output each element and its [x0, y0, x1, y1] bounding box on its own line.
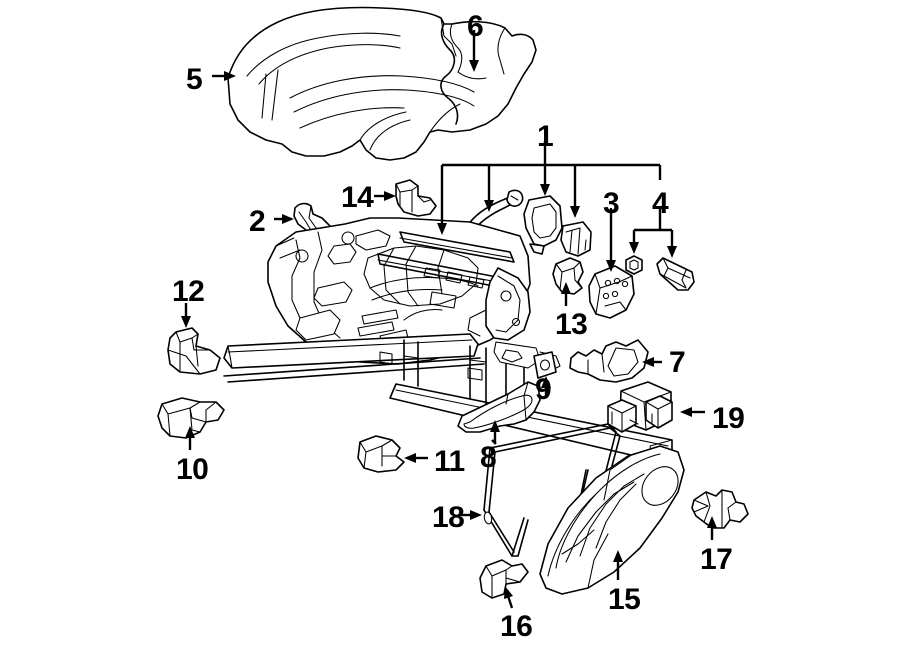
seat-cushion-pad	[227, 6, 537, 161]
leader-6	[469, 30, 479, 72]
callout-label-5: 5	[186, 63, 203, 96]
retainer-clip-13	[552, 257, 584, 295]
leader-8	[490, 420, 500, 445]
shield-bracket-7	[569, 339, 649, 383]
leader-7	[642, 357, 662, 367]
push-fastener-17	[691, 489, 749, 529]
callout-label-19: 19	[712, 402, 745, 435]
track-end-cap-front-10	[157, 397, 225, 439]
frame-clip-14	[395, 179, 437, 217]
leader-1-bracket	[437, 141, 662, 235]
callout-label-2: 2	[249, 205, 266, 238]
callout-label-15: 15	[608, 583, 641, 616]
callout-label-7: 7	[669, 346, 686, 379]
bolt-fastener-4	[656, 257, 695, 291]
leader-16	[504, 586, 514, 609]
seat-track-frame-assembly	[223, 217, 673, 461]
leader-14	[374, 191, 396, 201]
callout-label-16: 16	[500, 610, 533, 643]
leader-4-fork	[629, 208, 677, 258]
leader-9	[541, 376, 551, 398]
leader-19	[680, 407, 705, 417]
leader-11	[404, 453, 428, 463]
track-end-cap-post-12	[167, 327, 221, 375]
callout-label-1: 1	[537, 120, 554, 153]
callout-label-9: 9	[535, 373, 552, 406]
grommet-plate-9	[533, 351, 557, 379]
callout-label-12: 12	[172, 275, 205, 308]
position-sensor-3	[588, 265, 635, 319]
leader-13	[561, 282, 571, 306]
shield-clip-16	[479, 559, 529, 599]
callout-label-14: 14	[341, 181, 374, 214]
leader-12	[181, 303, 191, 328]
callout-label-3: 3	[603, 187, 620, 220]
leader-15	[613, 550, 623, 580]
leader-10	[185, 426, 195, 450]
side-shield-panel-15	[539, 445, 685, 595]
control-module-19	[607, 381, 673, 433]
leader-5	[212, 71, 236, 81]
callout-label-4: 4	[652, 187, 669, 220]
leader-3	[606, 208, 616, 272]
callout-label-18: 18	[432, 501, 465, 534]
callout-label-13: 13	[555, 308, 588, 341]
track-cover-trim-8	[457, 381, 541, 433]
callout-label-8: 8	[480, 441, 497, 474]
callout-label-10: 10	[176, 453, 209, 486]
nut-fastener-4	[625, 255, 643, 275]
callout-label-17: 17	[700, 543, 733, 576]
callout-label-11: 11	[434, 445, 465, 478]
track-end-cap-rear-11	[357, 435, 405, 473]
callout-label-6: 6	[467, 10, 484, 43]
leader-17	[707, 516, 717, 540]
leader-2	[274, 214, 294, 224]
leader-18	[460, 510, 482, 520]
